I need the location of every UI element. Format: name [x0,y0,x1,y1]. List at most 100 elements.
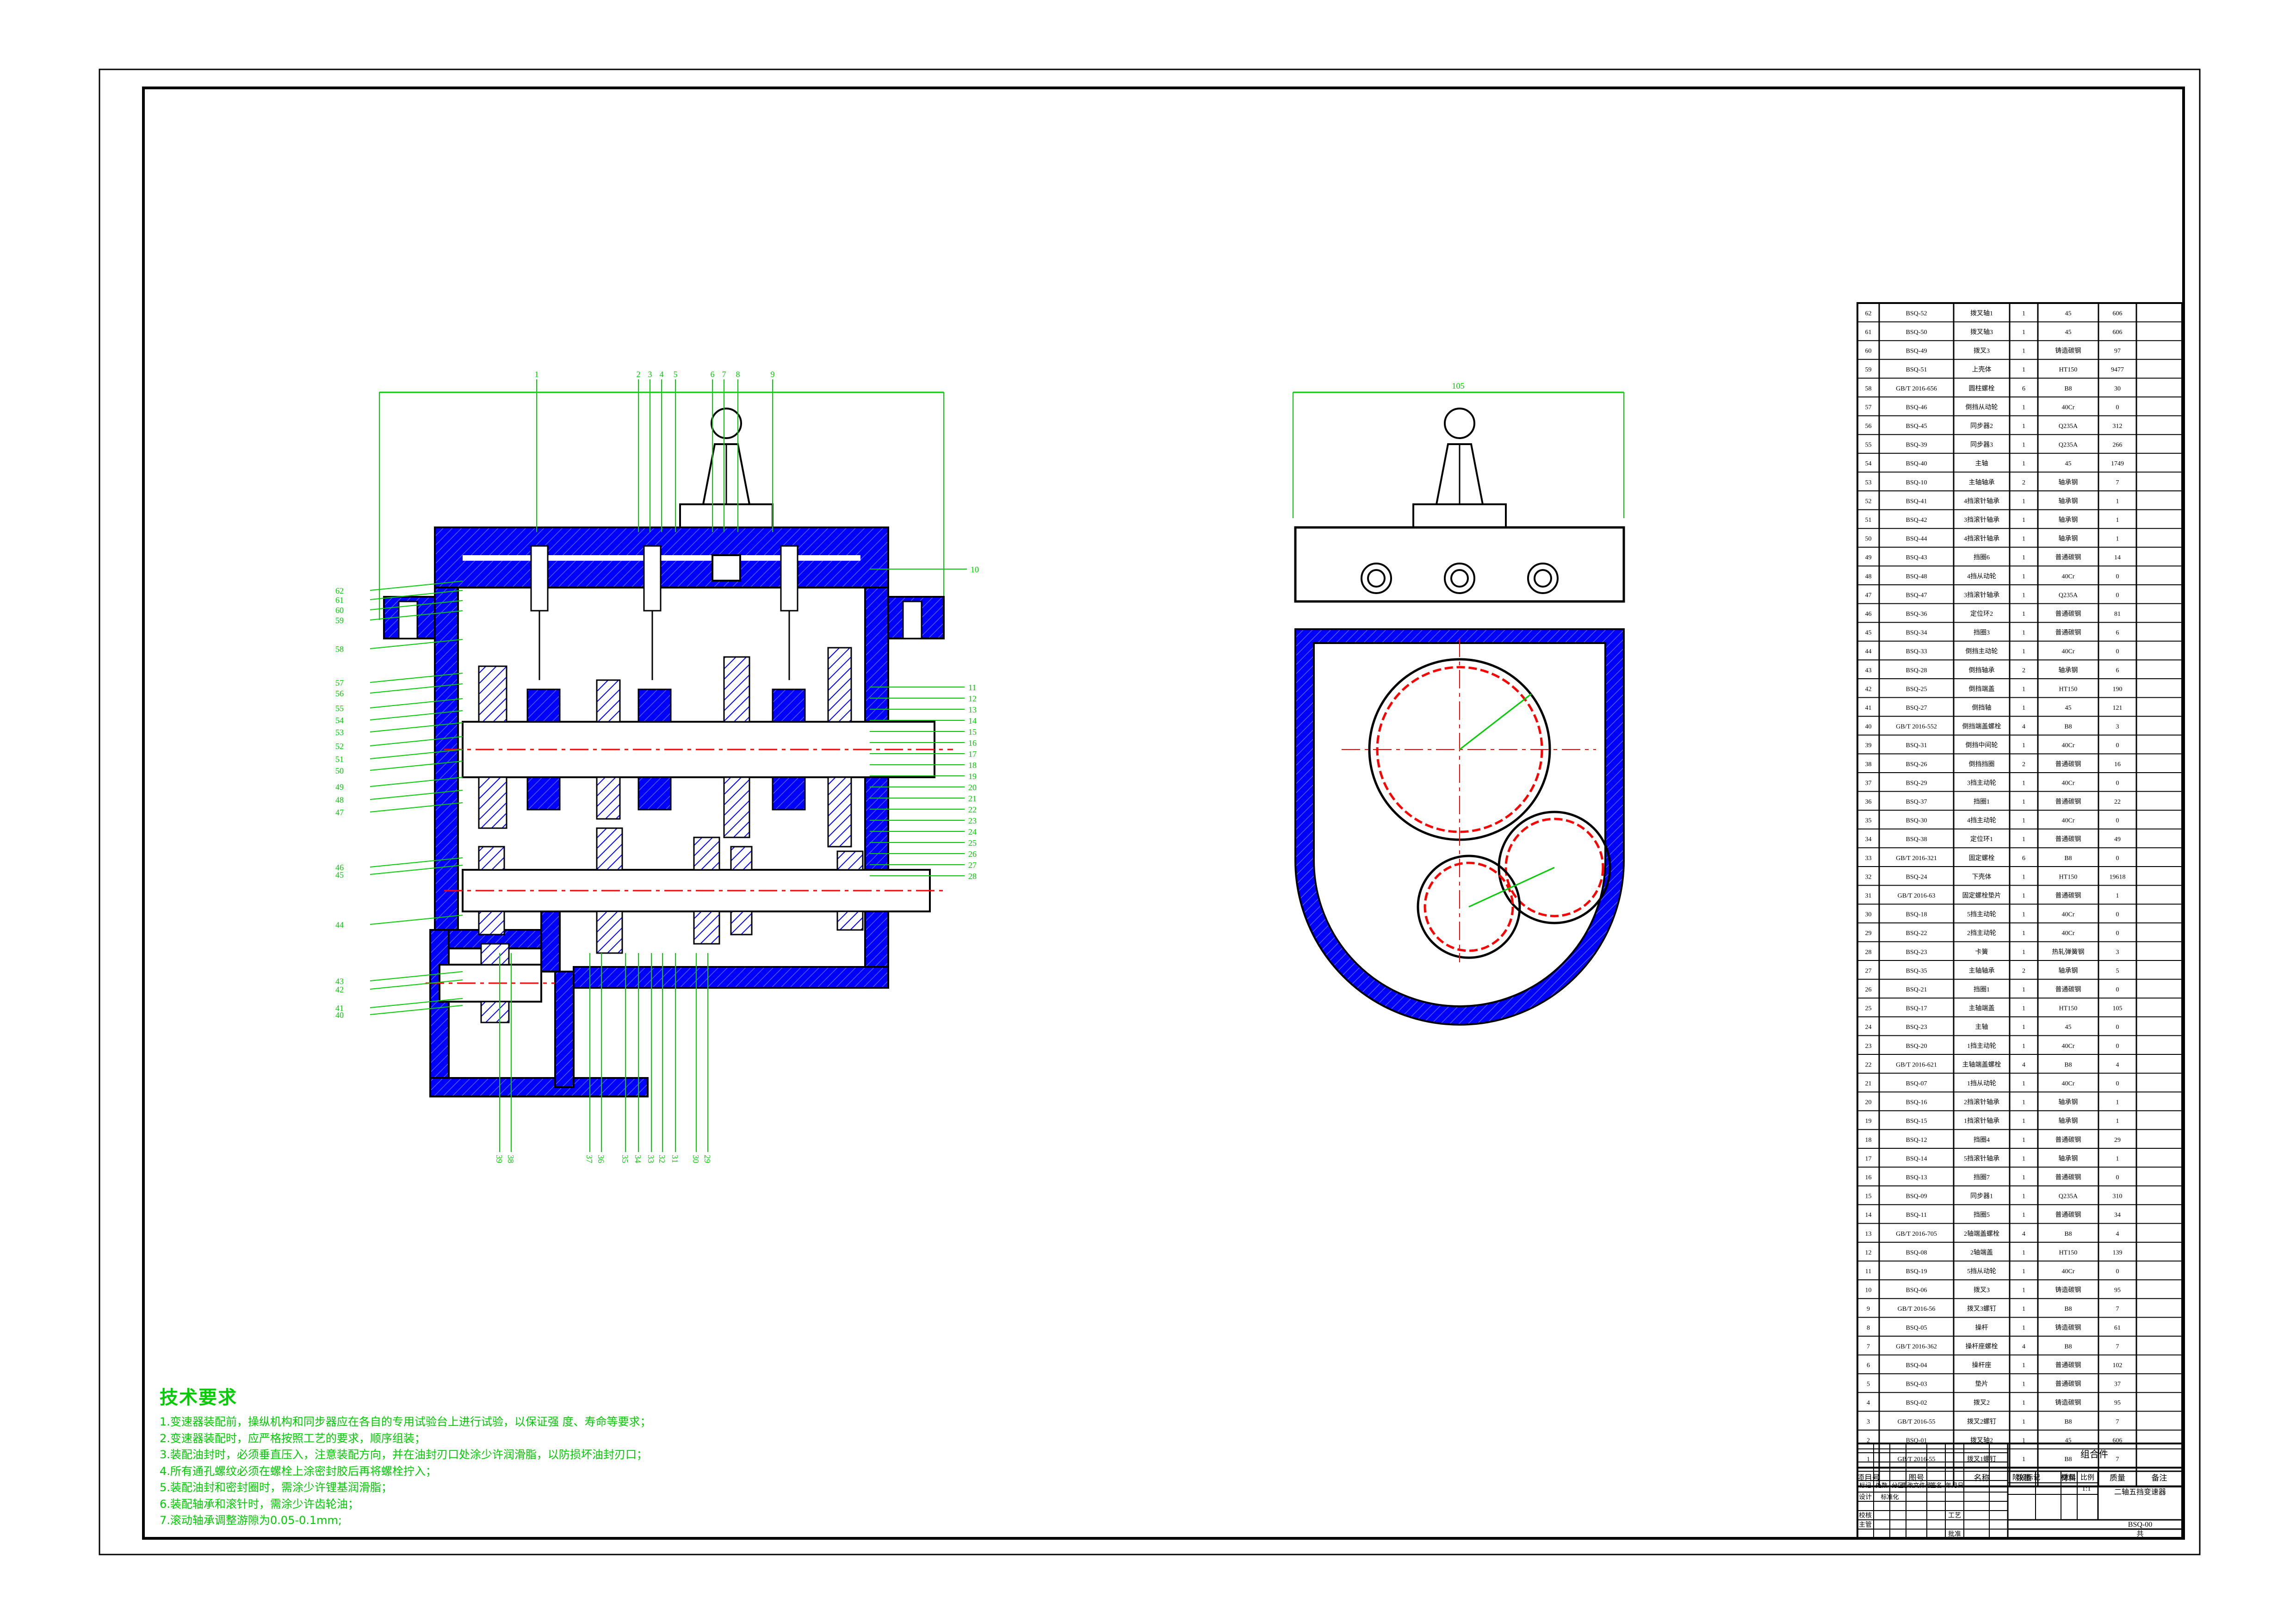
bom-cell: BSQ-23 [1906,1024,1927,1031]
bom-cell: 5 [1867,1381,1870,1388]
bom-cell: 铸造碳钢 [2055,1287,2081,1294]
callout-bottom-37: 37 [585,1155,594,1163]
bom-cell: 0 [2116,573,2119,580]
title-block-label: 设计 [1859,1493,1872,1501]
bom-cell: 0 [2116,592,2119,599]
bom-cell: 49 [2114,836,2121,843]
bom-cell: 3 [2116,949,2119,956]
bom-cell: 41 [1865,705,1872,712]
bom-cell: 挡圈1 [1974,986,1990,993]
callout-left-49: 49 [335,782,344,792]
bom-cell: 54 [1865,460,1872,467]
bom-cell: 主轴 [1975,1023,1988,1031]
bom-cell: BSQ-26 [1906,761,1927,768]
bom-header-cell: 备注 [2152,1474,2167,1482]
bom-cell: 6 [2022,855,2025,862]
bom-cell: 55 [1865,442,1872,449]
bom-cell: 1 [2022,310,2025,317]
callout-left-62: 62 [335,586,344,595]
bom-cell: 17 [1865,1155,1872,1162]
bom-cell: 主轴 [1975,460,1988,467]
title-block-header: 标记 [1859,1482,1871,1489]
bom-cell: BSQ-02 [1906,1400,1927,1406]
bom-cell: 0 [2116,986,2119,993]
bom-cell: 固定螺栓垫片 [1962,892,2001,899]
callout-top-1: 1 [535,370,539,379]
bom-cell: 1挡主动轮 [1967,1042,1996,1050]
bom-cell: BSQ-47 [1906,592,1927,599]
bom-cell: 7 [1867,1343,1870,1350]
bom-cell: 1 [2022,611,2025,618]
bom-cell: 43 [1865,667,1872,674]
bom-cell: GB/T 2016-656 [1896,385,1937,392]
bom-cell: 6 [2022,385,2025,392]
bom-cell: BSQ-30 [1906,818,1927,824]
bom-cell: 拨叉2 [1974,1399,1990,1406]
bom-cell: 26 [1865,986,1872,993]
bom-cell: 7 [2116,1343,2119,1350]
bom-cell: 2 [1867,1437,1870,1444]
bom-cell: 1 [2022,1456,2025,1463]
bom-cell: 1 [2022,1080,2025,1087]
bom-cell: 16 [1865,1174,1872,1181]
bom-cell: 操杆座 [1972,1362,1992,1369]
bom-cell: 7 [2116,1419,2119,1425]
bom-cell: 普通碳钢 [2055,986,2081,993]
bom-cell: 45 [2065,705,2072,712]
side-view [1293,391,1625,1026]
bom-cell: 同步器2 [1970,422,1993,430]
bom-cell: 挡圈5 [1974,1211,1990,1219]
bom-cell: 主轴轴承 [1969,479,1995,486]
bom-cell: 0 [2116,1080,2119,1087]
bom-cell: HT150 [2059,686,2078,693]
callout-top-2: 2 [637,370,641,379]
bom-header-cell: 数量 [2016,1474,2032,1482]
bom-cell: GB/T 2016-321 [1896,855,1937,862]
bom-cell: 1 [2022,1249,2025,1256]
bom-cell: 5挡滚针轴承 [1964,1154,1999,1162]
bom-cell: 11 [1865,1268,1871,1275]
callout-right-12: 12 [968,694,977,703]
bom-cell: BSQ-08 [1906,1249,1927,1256]
bom-cell: 606 [2113,1437,2123,1444]
bom-cell: B8 [2064,855,2072,862]
callout-left-58: 58 [335,644,344,654]
bom-cell: 45 [2065,329,2072,336]
bom-cell: 190 [2113,686,2123,693]
bom-cell: BSQ-42 [1906,517,1927,524]
assembly-label: 组合件 [2080,1449,2108,1460]
bom-cell: 1 [2116,892,2119,899]
callout-top-9: 9 [771,370,775,379]
bom-cell: B8 [2064,1306,2072,1313]
callout-bottom-38: 38 [506,1155,515,1163]
callout-bottom-39: 39 [495,1155,504,1163]
bom-cell: 9477 [2111,366,2124,373]
title-block-label: 批准 [1948,1530,1961,1538]
bom-cell: BSQ-14 [1906,1155,1927,1162]
callout-top-3: 3 [648,370,652,379]
bom-cell: HT150 [2059,366,2078,373]
callout-right-25: 25 [968,838,977,848]
bom-cell: Q235A [2059,423,2078,430]
bom-cell: 圆柱螺栓 [1969,385,1995,392]
bom-cell: 轴承钢 [2059,497,2078,505]
bom-cell: BSQ-05 [1906,1325,1927,1332]
bom-cell: 主轴端盖螺栓 [1962,1061,2001,1068]
callout-left-61: 61 [335,595,344,605]
bom-cell: BSQ-33 [1906,648,1927,655]
bom-cell: 1 [2022,1362,2025,1369]
bom-cell: 35 [1865,818,1872,824]
bom-cell: 40Cr [2062,742,2075,749]
callout-right-21: 21 [968,794,977,803]
tech-requirement-5: 5.装配油封和密封圈时，需涂少许锂基润滑脂； [160,1481,392,1494]
bom-cell: GB/T 2016-55 [1898,1419,1936,1425]
bom-cell: B8 [2064,1061,2072,1068]
bom-cell: 1 [2022,329,2025,336]
bom-cell: 拨叉3螺钉 [1967,1305,1996,1313]
callout-right-16: 16 [968,738,977,748]
bom-cell: BSQ-45 [1906,423,1927,430]
bom-cell: BSQ-38 [1906,836,1927,843]
callout-bottom-35: 35 [620,1155,630,1163]
bom-cell: 拨叉3 [1974,1287,1990,1294]
